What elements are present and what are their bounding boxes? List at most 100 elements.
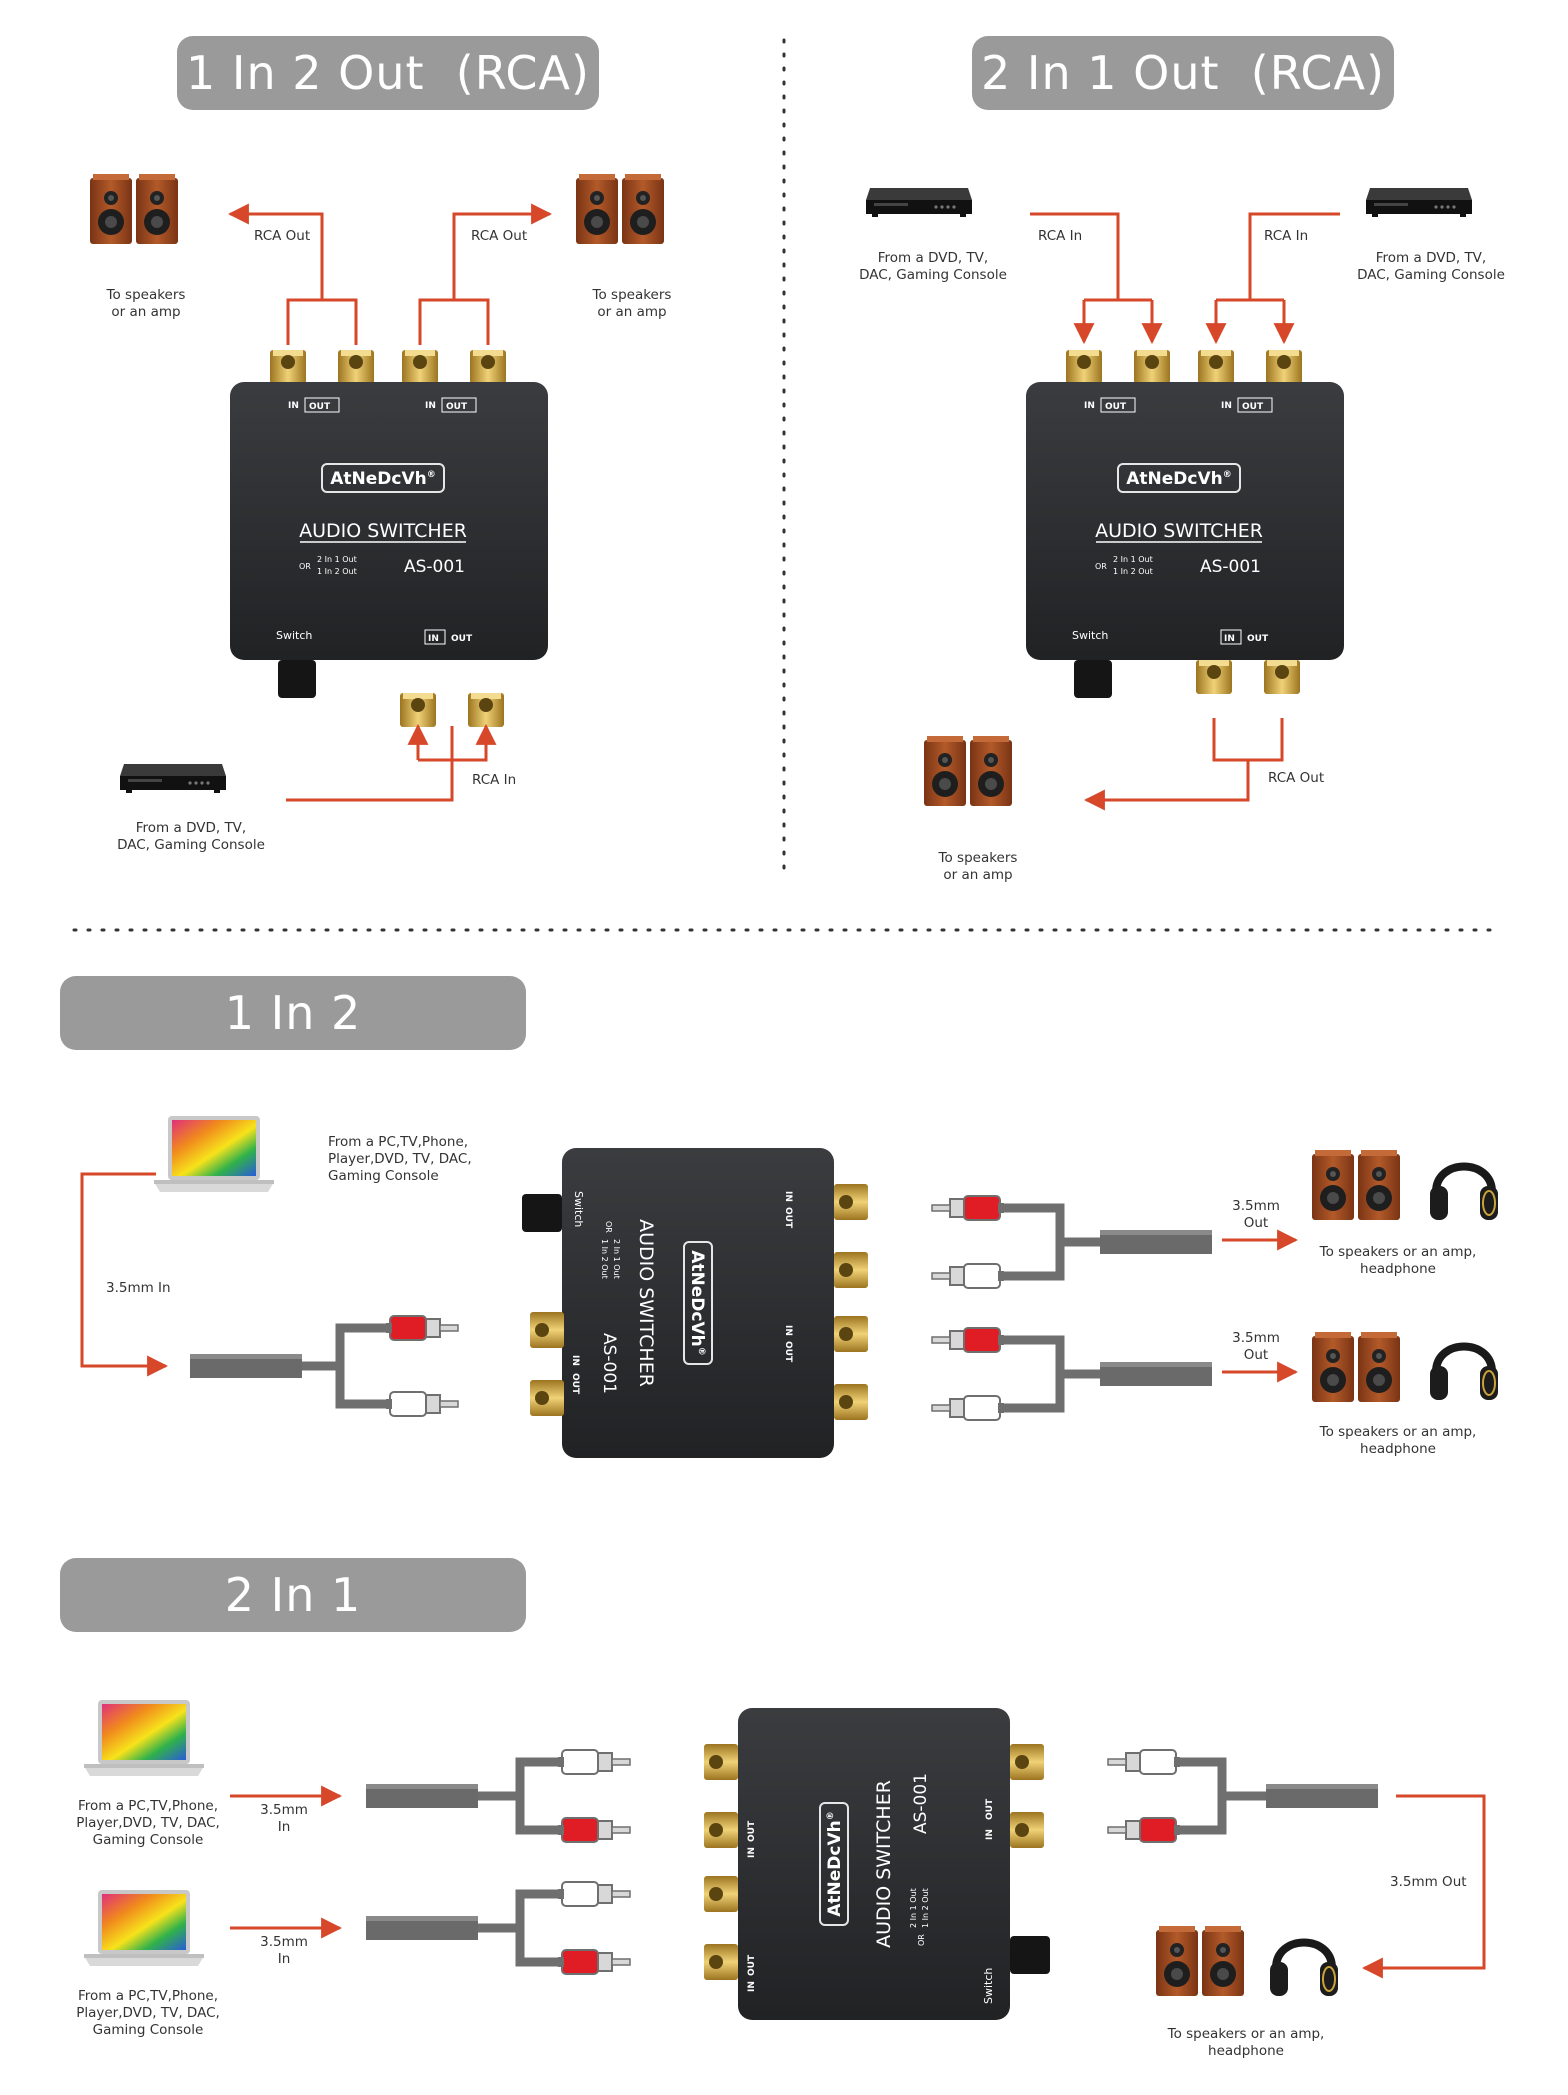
product-name: AUDIO SWITCHER (873, 1780, 895, 1948)
rca-jack-icon (1266, 350, 1302, 384)
mode-1in2out: 1 In 2 Out (317, 567, 357, 576)
rca-plug-icon (931, 1263, 1005, 1289)
label-rca-in: RCA In (1038, 228, 1083, 244)
section-rca-2in1out: AtNeDcVh® AUDIO SWITCHER OR 2 In 1 Out 1… (866, 188, 1472, 811)
arrow-rca-out (1083, 760, 1250, 811)
y-cable (1176, 1796, 1227, 1835)
jack-icon (366, 1916, 478, 1940)
model-number: AS-001 (404, 557, 465, 577)
brand-logo: AtNeDcVh (825, 1820, 845, 1917)
rca-plug-icon (557, 1881, 631, 1907)
rca-jack-icon (834, 1252, 868, 1288)
jack-icon (1100, 1362, 1212, 1386)
or-label: OR (917, 1934, 926, 1946)
rca-jack-icon (1198, 350, 1234, 384)
laptop-icon (84, 1700, 204, 1776)
in-out-label: OUT (747, 1820, 757, 1842)
laptop-icon (84, 1890, 204, 1966)
switch-label: Switch (982, 1968, 995, 2004)
switch-label: Switch (572, 1191, 585, 1227)
rca-jack-icon (704, 1944, 738, 1980)
mode-2in1out: 2 In 1 Out (317, 555, 357, 564)
label-from-pc: From a PC,TV,Phone,Player,DVD, TV, DAC,G… (328, 1134, 472, 1184)
label-to-speakers-headphone: To speakers or an amp,headphone (1319, 1244, 1477, 1277)
rca-jack-icon (468, 693, 504, 727)
y-cable (478, 1757, 562, 1801)
section-title-rca-2in1out: 2 In 1 Out (RCA) (972, 36, 1394, 110)
headphones-icon (1270, 1943, 1338, 1997)
brand-logo: AtNeDcVh (1126, 469, 1223, 489)
in-out-label: IN (747, 1981, 757, 1992)
y-cable (515, 1928, 562, 1967)
rca-plug-icon (931, 1395, 1005, 1421)
knob-icon (278, 660, 316, 698)
y-cable (1000, 1335, 1100, 1379)
mode-2in1out: 2 In 1 Out (1113, 555, 1153, 564)
section-rca-1in2out: AtNeDcVh® AUDIO SWITCHER OR 2 In 1 Out 1… (90, 174, 664, 802)
rca-plug-icon (385, 1391, 459, 1417)
dvd-player-icon (1366, 188, 1472, 217)
rca-jack-icon (530, 1312, 564, 1348)
mode-2in1out: 2 In 1 Out (909, 1888, 918, 1928)
model-number: AS-001 (599, 1333, 619, 1394)
knob-icon (1010, 1936, 1050, 1974)
out-label: OUT (1247, 634, 1269, 644)
product-name: AUDIO SWITCHER (635, 1219, 657, 1387)
rca-jack-icon (1010, 1812, 1044, 1848)
label-rca-in: RCA In (472, 772, 517, 788)
mode-1in2out: 1 In 2 Out (921, 1888, 930, 1928)
arrow-rca-out-right (418, 298, 490, 345)
label-to-speakers-headphone: To speakers or an amp,headphone (1167, 2026, 1325, 2059)
knob-icon (1074, 660, 1112, 698)
switch-label: Switch (276, 629, 312, 642)
section-35mm-2in1out: AtNeDcVh® AUDIO SWITCHER AS-001 OR 2 In … (84, 1700, 1486, 2020)
in-out-label: OUT (570, 1373, 580, 1395)
rca-jack-icon (704, 1876, 738, 1912)
out-label: OUT (446, 402, 468, 412)
rca-plug-icon (931, 1195, 1005, 1221)
rca-jack-icon (834, 1184, 868, 1220)
rca-jack-icon (470, 350, 506, 384)
y-cable (1176, 1757, 1266, 1801)
or-label: OR (604, 1221, 613, 1233)
rca-jack-icon (402, 350, 438, 384)
label-from-pc: From a PC,TV,Phone,Player,DVD, TV, DAC,G… (76, 1988, 220, 2038)
rca-plug-icon (557, 1817, 631, 1843)
knob-icon (522, 1194, 562, 1232)
arrow-rca-out-left (227, 203, 324, 300)
or-label: OR (299, 562, 311, 571)
label-rca-in: RCA In (1264, 228, 1309, 244)
rca-jack-icon (338, 350, 374, 384)
dvd-player-icon (120, 764, 226, 793)
label-from-dvd: From a DVD, TV,DAC, Gaming Console (859, 250, 1007, 283)
headphones-icon (1430, 1167, 1498, 1221)
out-label: OUT (1242, 402, 1264, 412)
svg-text:AtNeDcVh®: AtNeDcVh® (825, 1811, 845, 1917)
label-from-pc: From a PC,TV,Phone,Player,DVD, TV, DAC,G… (76, 1798, 220, 1848)
y-cable (302, 1323, 390, 1371)
in-out-label: IN (747, 1847, 757, 1858)
in-out-label: OUT (747, 1954, 757, 1976)
rca-jack-icon (834, 1384, 868, 1420)
in-label: IN (425, 401, 436, 411)
mode-1in2out: 1 In 2 Out (600, 1239, 609, 1279)
rca-jack-icon (704, 1744, 738, 1780)
arrow-35mm-out (1361, 1794, 1486, 1979)
section-title-35mm-2in1out: 2 In 1 Out (3.5mm) (60, 1558, 526, 1696)
rca-plug-icon (385, 1315, 459, 1341)
label-from-dvd: From a DVD, TV,DAC, Gaming Console (1357, 250, 1505, 283)
arrow-rca-in (418, 723, 497, 762)
headphones-icon (1430, 1347, 1498, 1401)
rca-plug-icon (557, 1949, 631, 1975)
laptop-icon (154, 1116, 274, 1192)
in-out-label: OUT (985, 1798, 995, 1820)
rca-jack-icon (400, 693, 436, 727)
label-35mm-out: 3.5mm Out (1390, 1874, 1467, 1890)
jack-icon (190, 1354, 302, 1378)
dvd-player-icon (866, 188, 972, 217)
